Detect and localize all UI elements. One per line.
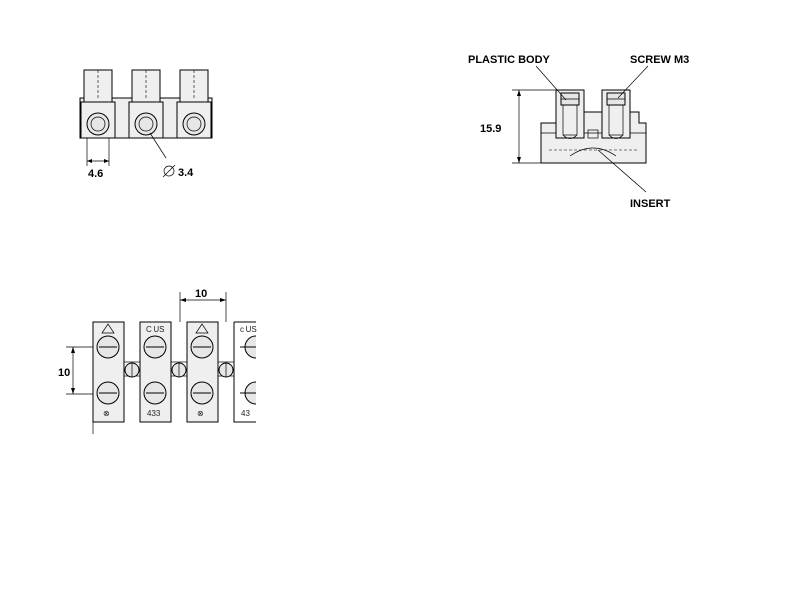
part-number-2: 43 [241,409,250,418]
dimension-pitch-front [86,138,110,166]
label-insert: INSERT [630,198,671,210]
dimension-label-10-row: 10 [58,367,70,379]
top-view-strip: 10 10 ⊗ C US 433 [58,288,257,434]
side-view: 15.9 PLASTIC BODY SCREW M3 INSERT [468,54,689,210]
dimension-pitch-top [179,292,227,322]
terminal-tube-3 [176,69,212,139]
leader-plastic-body [535,65,567,101]
cert-mark-1: C US [146,325,165,334]
warning-triangle-icon [195,323,209,334]
ground-mark-icon: ⊗ [197,409,204,418]
dimension-height [512,89,556,164]
leader-insert [597,149,647,193]
connector-links [123,361,235,378]
ground-mark-icon: ⊗ [103,409,110,418]
front-view: 4.6 3.4 [79,69,213,180]
terminal-tube-1 [80,69,116,139]
terminal-block-4-partial: c US 43 [233,321,257,423]
dimension-label-15-9: 15.9 [480,123,501,135]
part-number-1: 433 [147,409,161,418]
terminal-block-2: C US 433 [139,321,172,423]
diameter-icon [162,164,176,178]
terminal-tube-2 [128,69,164,139]
terminal-block-3: ⊗ [186,321,219,423]
screw-right [606,92,626,139]
dimension-label-3-4: 3.4 [178,167,194,179]
cert-mark-2: c US [240,325,257,334]
warning-triangle-icon [101,323,115,334]
screw-left [560,92,580,139]
terminal-block-1: ⊗ [92,321,125,423]
label-screw-m3: SCREW M3 [630,54,689,66]
leader-screw [617,65,649,99]
label-plastic-body: PLASTIC BODY [468,54,551,66]
insert-shape [549,90,638,157]
dimension-label-10-pitch: 10 [195,288,207,300]
leader-line-hole [149,132,167,159]
dimension-label-4-6: 4.6 [88,168,103,180]
